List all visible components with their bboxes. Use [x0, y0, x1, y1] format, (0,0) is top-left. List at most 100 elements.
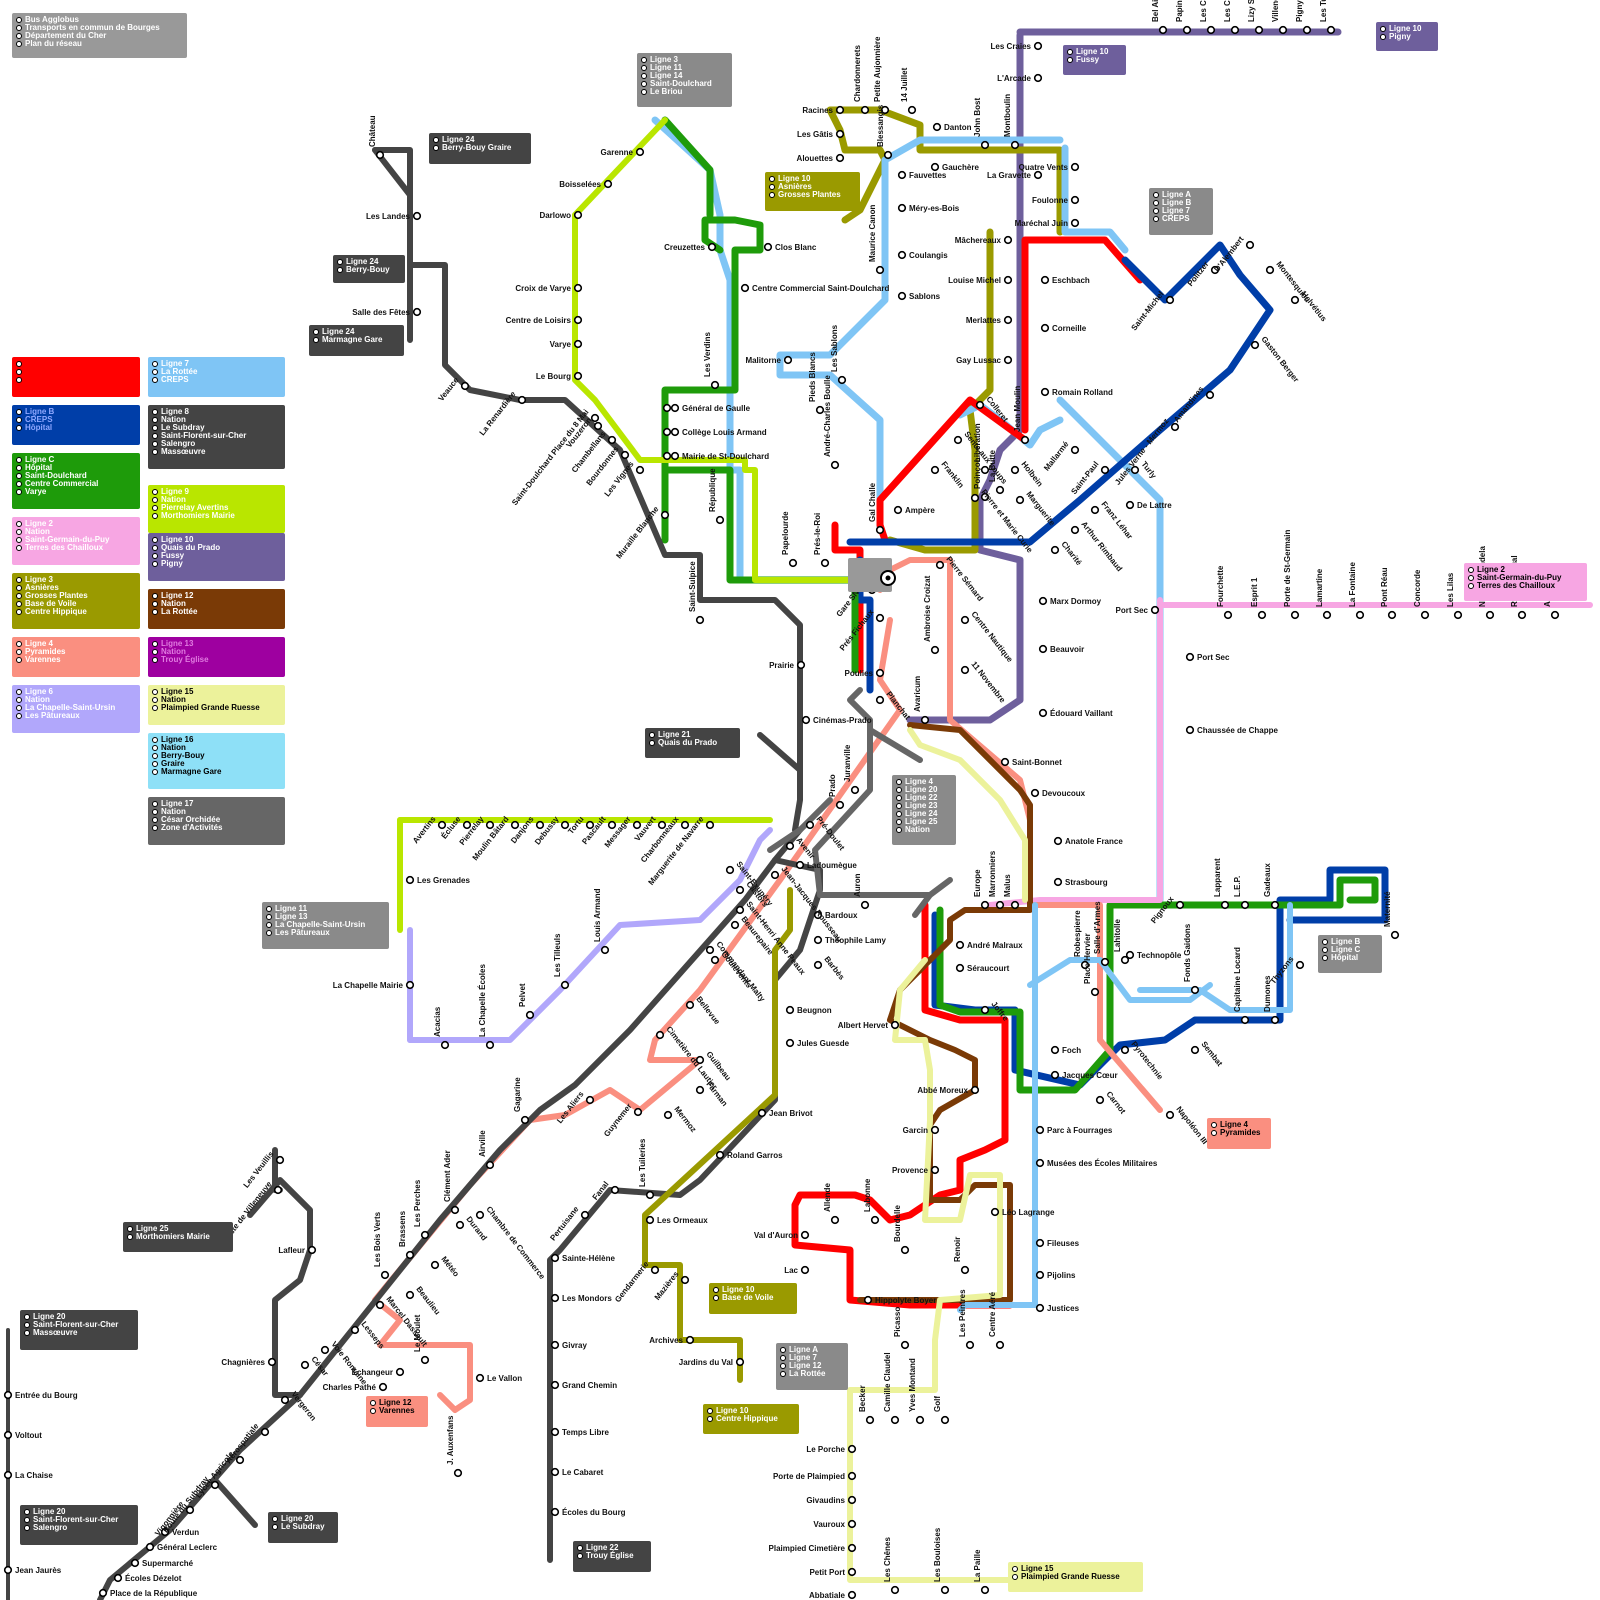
stop-marker-vauvert[interactable] — [657, 820, 667, 830]
stop-marker-roland-garros[interactable] — [715, 1150, 725, 1160]
stop-marker-muraille-blanche[interactable] — [660, 510, 670, 520]
stop-marker-plaimpied-cimetiere[interactable] — [847, 1543, 857, 1553]
stop-marker-route-du-subdray[interactable] — [210, 1480, 220, 1490]
stop-marker-cinemas-prado[interactable] — [801, 715, 811, 725]
stop-marker-le-porche[interactable] — [847, 1444, 857, 1454]
stop-marker-becker[interactable] — [865, 1415, 875, 1425]
stop-marker-barbes[interactable] — [813, 960, 823, 970]
stop-marker-port-sec[interactable] — [1185, 652, 1195, 662]
stop-marker-pres-fichaux[interactable] — [875, 613, 885, 623]
stop-marker-roland-boual[interactable] — [1517, 610, 1527, 620]
stop-marker-foch[interactable] — [1050, 1045, 1060, 1055]
stop-marker-val-d-auron[interactable] — [800, 1230, 810, 1240]
stop-marker-d-alembert[interactable] — [1245, 240, 1255, 250]
stop-marker-prairie[interactable] — [796, 660, 806, 670]
stop-marker-quatre-vents[interactable] — [1070, 162, 1080, 172]
stop-marker-l-e-p[interactable] — [1240, 900, 1250, 910]
stop-marker-albert-hervet[interactable] — [890, 1020, 900, 1030]
stop-marker-la-chapelle-ecoles[interactable] — [485, 1040, 495, 1050]
stop-marker-papelourde[interactable] — [788, 558, 798, 568]
stop-marker-garenne[interactable] — [635, 147, 645, 157]
stop-marker-mairie-de-st-doulchard[interactable] — [662, 451, 672, 461]
stop-marker-boisselees[interactable] — [603, 179, 613, 189]
stop-marker-clement-ader[interactable] — [450, 1205, 460, 1215]
stop-marker-republique[interactable] — [715, 515, 725, 525]
stop-marker-la-fontaine[interactable] — [1355, 610, 1365, 620]
stop-marker-fileuses[interactable] — [1035, 1238, 1045, 1248]
stop-marker-guilbeau[interactable] — [695, 1055, 705, 1065]
stop-marker-place-de-la-republique[interactable] — [98, 1588, 108, 1598]
stop-marker-pieds-blancs[interactable] — [815, 405, 825, 415]
stop-marker-machereaux[interactable] — [1003, 235, 1013, 245]
stop-marker-salle-des-fetes[interactable] — [412, 307, 422, 317]
stop-marker-commandant-malty[interactable] — [705, 945, 715, 955]
stop-marker-john-bost[interactable] — [980, 140, 990, 150]
stop-marker-prado[interactable] — [835, 800, 845, 810]
stop-marker-les-sablons[interactable] — [837, 375, 847, 385]
stop-marker-pierre-semard[interactable] — [935, 560, 945, 570]
stop-marker-beaulieu[interactable] — [405, 1290, 415, 1300]
stop-marker-strasbourg[interactable] — [1053, 877, 1063, 887]
stop-marker-castors[interactable] — [735, 885, 745, 895]
stop-marker-lamartine[interactable] — [1322, 610, 1332, 620]
stop-marker-montesquieu[interactable] — [1265, 265, 1275, 275]
stop-marker-devoucoux[interactable] — [1030, 788, 1040, 798]
stop-marker-pijolins[interactable] — [1035, 1270, 1045, 1280]
stop-marker-le-moulet[interactable] — [420, 1355, 430, 1365]
stop-marker-les-vignes[interactable] — [635, 465, 645, 475]
stop-marker-l-arcade[interactable] — [1033, 73, 1043, 83]
stop-marker-saint-henri-anne-peaux[interactable] — [735, 905, 745, 915]
stop-marker-pigny-mairie[interactable] — [1302, 25, 1312, 35]
stop-marker-franklin[interactable] — [930, 465, 940, 475]
stop-marker-saint-michel[interactable] — [1165, 295, 1175, 305]
stop-marker-poulies[interactable] — [875, 668, 885, 678]
stop-marker-fourchette[interactable] — [1223, 610, 1233, 620]
stop-marker-les-ormeaux[interactable] — [645, 1215, 655, 1225]
stop-marker-ecoles-dezelot[interactable] — [113, 1573, 123, 1583]
stop-marker-grand-chemin[interactable] — [550, 1380, 560, 1390]
stop-marker-saint-sulpice[interactable] — [695, 615, 705, 625]
stop-marker-danjons[interactable] — [535, 820, 545, 830]
stop-marker-merlattes[interactable] — [1003, 315, 1013, 325]
stop-marker-auron[interactable] — [860, 900, 870, 910]
stop-marker-romain-rolland[interactable] — [1040, 387, 1050, 397]
stop-marker-theophile-lamy[interactable] — [813, 935, 823, 945]
stop-marker-amandines[interactable] — [1205, 390, 1215, 400]
stop-marker-sembat[interactable] — [1190, 1045, 1200, 1055]
stop-marker-fonds-gaidons[interactable] — [1190, 985, 1200, 995]
stop-marker-les-gatis[interactable] — [835, 129, 845, 139]
stop-marker-turly[interactable] — [1130, 465, 1140, 475]
stop-marker-pelvet[interactable] — [525, 1010, 535, 1020]
stop-marker-les-casseriaux[interactable] — [1230, 25, 1240, 35]
stop-marker-charles-pathe[interactable] — [378, 1382, 388, 1392]
stop-marker-durand[interactable] — [455, 1220, 465, 1230]
stop-marker-blessangis[interactable] — [883, 150, 893, 160]
stop-marker-louis-armand[interactable] — [600, 945, 610, 955]
stop-marker-beauvoir[interactable] — [1038, 644, 1048, 654]
stop-marker-pres-le-roi[interactable] — [820, 558, 830, 568]
stop-marker-14-juillet[interactable] — [907, 105, 917, 115]
stop-marker-edouard-vaillant[interactable] — [1038, 708, 1048, 718]
stop-marker-les-peintres[interactable] — [965, 1340, 975, 1350]
stop-marker-porte-de-plaimpied[interactable] — [847, 1471, 857, 1481]
stop-marker-cimetiere-du-lautier[interactable] — [655, 1030, 665, 1040]
stop-marker-archives[interactable] — [685, 1335, 695, 1345]
stop-marker-franz-lehar[interactable] — [1090, 505, 1100, 515]
stop-marker-lac[interactable] — [800, 1265, 810, 1275]
stop-marker-centre-aere[interactable] — [995, 1340, 1005, 1350]
stop-marker-technopole[interactable] — [1125, 950, 1135, 960]
stop-marker-goulevents[interactable] — [710, 955, 720, 965]
stop-marker-lycee-agricole[interactable] — [235, 1455, 245, 1465]
stop-marker-saint-bonnet[interactable] — [1000, 757, 1010, 767]
stop-marker-la-paille[interactable] — [980, 1585, 990, 1595]
stop-marker-politzer[interactable] — [1210, 265, 1220, 275]
stop-marker-entree-du-bourg[interactable] — [3, 1390, 13, 1400]
stop-marker-les-verdins[interactable] — [710, 380, 720, 390]
stop-marker-andre-charles-boulle[interactable] — [830, 460, 840, 470]
stop-marker-planchat[interactable] — [875, 695, 885, 705]
stop-marker-pascault[interactable] — [607, 820, 617, 830]
stop-marker-sablons[interactable] — [897, 291, 907, 301]
stop-marker-chateau[interactable] — [375, 150, 385, 160]
stop-marker-meteo[interactable] — [430, 1260, 440, 1270]
stop-marker-bellevue[interactable] — [685, 1000, 695, 1010]
